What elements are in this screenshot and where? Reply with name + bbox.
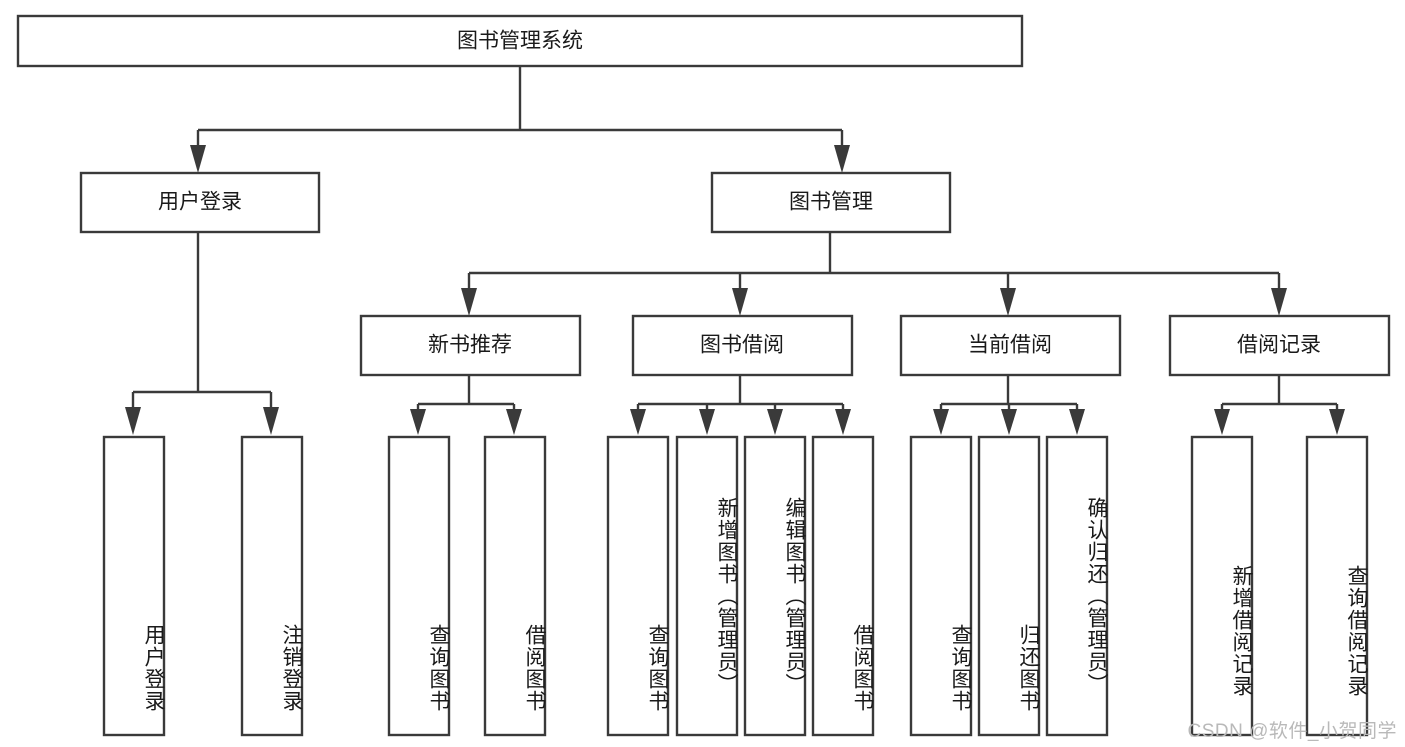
- node-leaf-confirm-return-rect[interactable]: [1045, 435, 1109, 737]
- node-leaf-borrow-book-1-rect[interactable]: [483, 435, 547, 737]
- connector-group-root: [190, 66, 850, 173]
- node-current-borrow[interactable]: 当前借阅: [899, 314, 1122, 377]
- node-leaf-edit-book-rect[interactable]: [743, 435, 807, 737]
- node-new-book-recommend-label: 新书推荐: [428, 334, 512, 357]
- connector-group-new-book-recommend: [410, 375, 522, 435]
- node-user-login[interactable]: 用户登录: [79, 171, 321, 234]
- arrow-to-leaf-add-record: [1214, 409, 1230, 435]
- node-leaf-add-record-rect[interactable]: [1190, 435, 1254, 737]
- arrow-to-book-borrow: [732, 288, 748, 316]
- node-current-borrow-rect[interactable]: [899, 314, 1122, 377]
- node-user-login-label: 用户登录: [158, 191, 242, 214]
- arrow-to-leaf-logout-login: [263, 407, 279, 435]
- node-leaf-logout-login-rect[interactable]: [240, 435, 304, 737]
- node-current-borrow-label: 当前借阅: [968, 334, 1052, 357]
- arrow-to-current-borrow: [1000, 288, 1016, 316]
- node-new-book-recommend-rect[interactable]: [359, 314, 582, 377]
- node-book-manage-label: 图书管理: [789, 191, 873, 214]
- arrow-to-leaf-return-book: [1001, 409, 1017, 435]
- node-book-borrow[interactable]: 图书借阅: [631, 314, 854, 377]
- arrow-to-borrow-record: [1271, 288, 1287, 316]
- connector-group-book-borrow: [630, 375, 851, 435]
- arrow-root-to-user-login: [190, 145, 206, 173]
- node-leaf-query-book-3-rect[interactable]: [909, 435, 973, 737]
- arrow-to-leaf-borrow-book-2: [835, 409, 851, 435]
- arrow-to-leaf-query-book-2: [630, 409, 646, 435]
- node-leaf-return-book-rect[interactable]: [977, 435, 1041, 737]
- arrow-to-leaf-query-record: [1329, 409, 1345, 435]
- arrow-to-leaf-add-book: [699, 409, 715, 435]
- node-leaf-query-book-2-rect[interactable]: [606, 435, 670, 737]
- connector-group-current-borrow: [933, 375, 1085, 435]
- connector-group-borrow-record: [1214, 375, 1345, 435]
- node-root-rect[interactable]: [16, 14, 1024, 68]
- arrow-to-leaf-edit-book: [767, 409, 783, 435]
- arrow-to-leaf-query-book-3: [933, 409, 949, 435]
- arrow-to-new-book-recommend: [461, 288, 477, 316]
- node-user-login-rect[interactable]: [79, 171, 321, 234]
- arrow-root-to-book-manage: [834, 145, 850, 173]
- arrow-to-leaf-query-book-1: [410, 409, 426, 435]
- arrow-to-leaf-borrow-book-1: [506, 409, 522, 435]
- node-leaf-query-record-rect[interactable]: [1305, 435, 1369, 737]
- node-book-borrow-label: 图书借阅: [700, 334, 784, 357]
- node-book-manage-rect[interactable]: [710, 171, 952, 234]
- node-root-label: 图书管理系统: [457, 30, 583, 53]
- node-borrow-record-label: 借阅记录: [1237, 334, 1321, 357]
- node-root[interactable]: 图书管理系统: [16, 14, 1024, 68]
- node-borrow-record[interactable]: 借阅记录: [1168, 314, 1391, 377]
- connector-group-book-manage: [461, 232, 1287, 316]
- node-leaf-borrow-book-2-rect[interactable]: [811, 435, 875, 737]
- node-leaf-user-login-rect[interactable]: [102, 435, 166, 737]
- connector-group-user-login: [125, 232, 279, 435]
- node-new-book-recommend[interactable]: 新书推荐: [359, 314, 582, 377]
- node-borrow-record-rect[interactable]: [1168, 314, 1391, 377]
- csdn-watermark: CSDN @软件_小贺同学: [1187, 721, 1397, 742]
- node-book-borrow-rect[interactable]: [631, 314, 854, 377]
- node-leaf-add-book-rect[interactable]: [675, 435, 739, 737]
- node-book-manage[interactable]: 图书管理: [710, 171, 952, 234]
- arrow-to-leaf-user-login: [125, 407, 141, 435]
- arrow-to-leaf-confirm-return: [1069, 409, 1085, 435]
- node-leaf-query-book-1-rect[interactable]: [387, 435, 451, 737]
